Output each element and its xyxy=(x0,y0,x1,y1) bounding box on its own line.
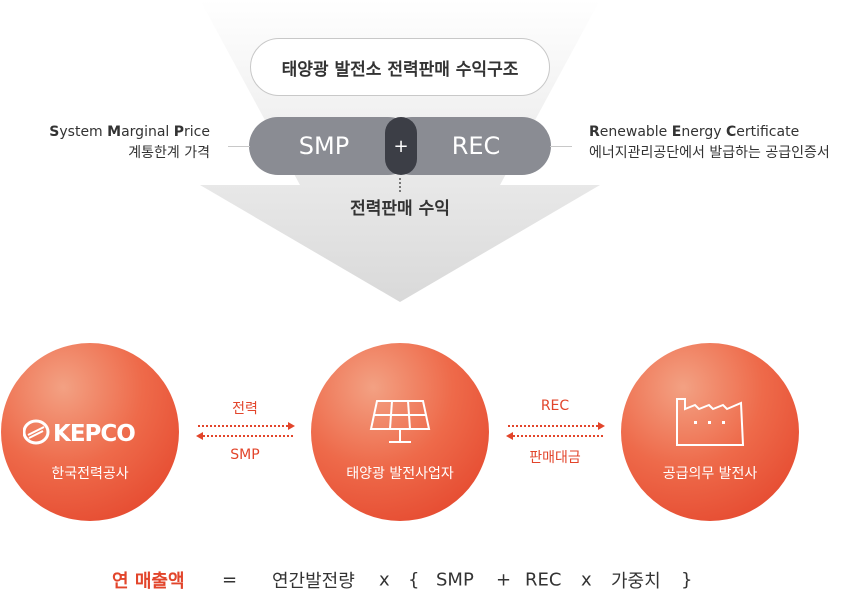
rec-description: Renewable Energy Certificate 에너지관리공단에서 발… xyxy=(589,122,830,164)
left-arrowhead-icon xyxy=(196,432,203,440)
rec-korean-name: 에너지관리공단에서 발급하는 공급인증서 xyxy=(589,145,830,161)
smp-description: System Marginal Price 계통한계 가격 xyxy=(49,122,210,164)
right-top-arrow-line xyxy=(508,425,598,427)
solar-panel-icon xyxy=(369,400,431,443)
right-arrowhead-icon xyxy=(598,422,605,430)
supplier-circle: 공급의무 발전사 xyxy=(621,343,799,521)
rec-connector-line xyxy=(550,146,572,147)
kepco-name: 한국전력공사 xyxy=(51,466,129,482)
diagram-title: 태양광 발전소 전력판매 수익구조 xyxy=(250,38,550,96)
smp-korean-name: 계통한계 가격 xyxy=(128,145,210,161)
supplier-name: 공급의무 발전사 xyxy=(662,466,758,482)
rec-full-name: Renewable Energy Certificate xyxy=(589,124,800,140)
right-top-arrow-label: REC xyxy=(540,398,570,414)
smp-connector-line xyxy=(228,146,250,147)
plus-icon: + xyxy=(385,117,417,175)
left-bottom-arrow-line xyxy=(203,435,293,437)
left-top-arrow-label: 전력 xyxy=(232,401,258,417)
formula-smp: SMP xyxy=(436,569,474,591)
formula-equals: = xyxy=(222,569,238,591)
formula-label: 연 매출액 xyxy=(112,571,185,592)
right-arrowhead-icon xyxy=(288,422,295,430)
kepco-logo-icon: KEPCO xyxy=(22,419,136,447)
left-top-arrow-line xyxy=(198,425,288,427)
svg-text:KEPCO: KEPCO xyxy=(53,421,135,445)
formula-brace-close: } xyxy=(681,569,693,591)
kepco-logo: KEPCO xyxy=(22,419,159,447)
formula-plus: + xyxy=(496,569,512,591)
right-bottom-arrow-line xyxy=(513,435,603,437)
formula-times-2: x xyxy=(581,569,592,591)
formula-weight: 가중치 xyxy=(611,571,661,592)
dotted-connector xyxy=(399,178,401,192)
producer-circle: 태양광 발전사업자 xyxy=(311,343,489,521)
formula-brace-open: { xyxy=(408,569,420,591)
revenue-label: 전력판매 수익 xyxy=(350,199,450,219)
kepco-circle: KEPCO 한국전력공사 xyxy=(1,343,179,521)
factory-icon xyxy=(676,398,745,446)
formula-rec: REC xyxy=(525,569,562,591)
right-bottom-arrow-label: 판매대금 xyxy=(529,450,581,466)
left-bottom-arrow-label: SMP xyxy=(230,447,260,463)
left-arrowhead-icon xyxy=(506,432,513,440)
formula-times-1: x xyxy=(379,569,390,591)
producer-name: 태양광 발전사업자 xyxy=(346,466,454,482)
formula-annual-generation: 연간발전량 xyxy=(272,571,355,592)
smp-full-name: System Marginal Price xyxy=(49,124,210,140)
